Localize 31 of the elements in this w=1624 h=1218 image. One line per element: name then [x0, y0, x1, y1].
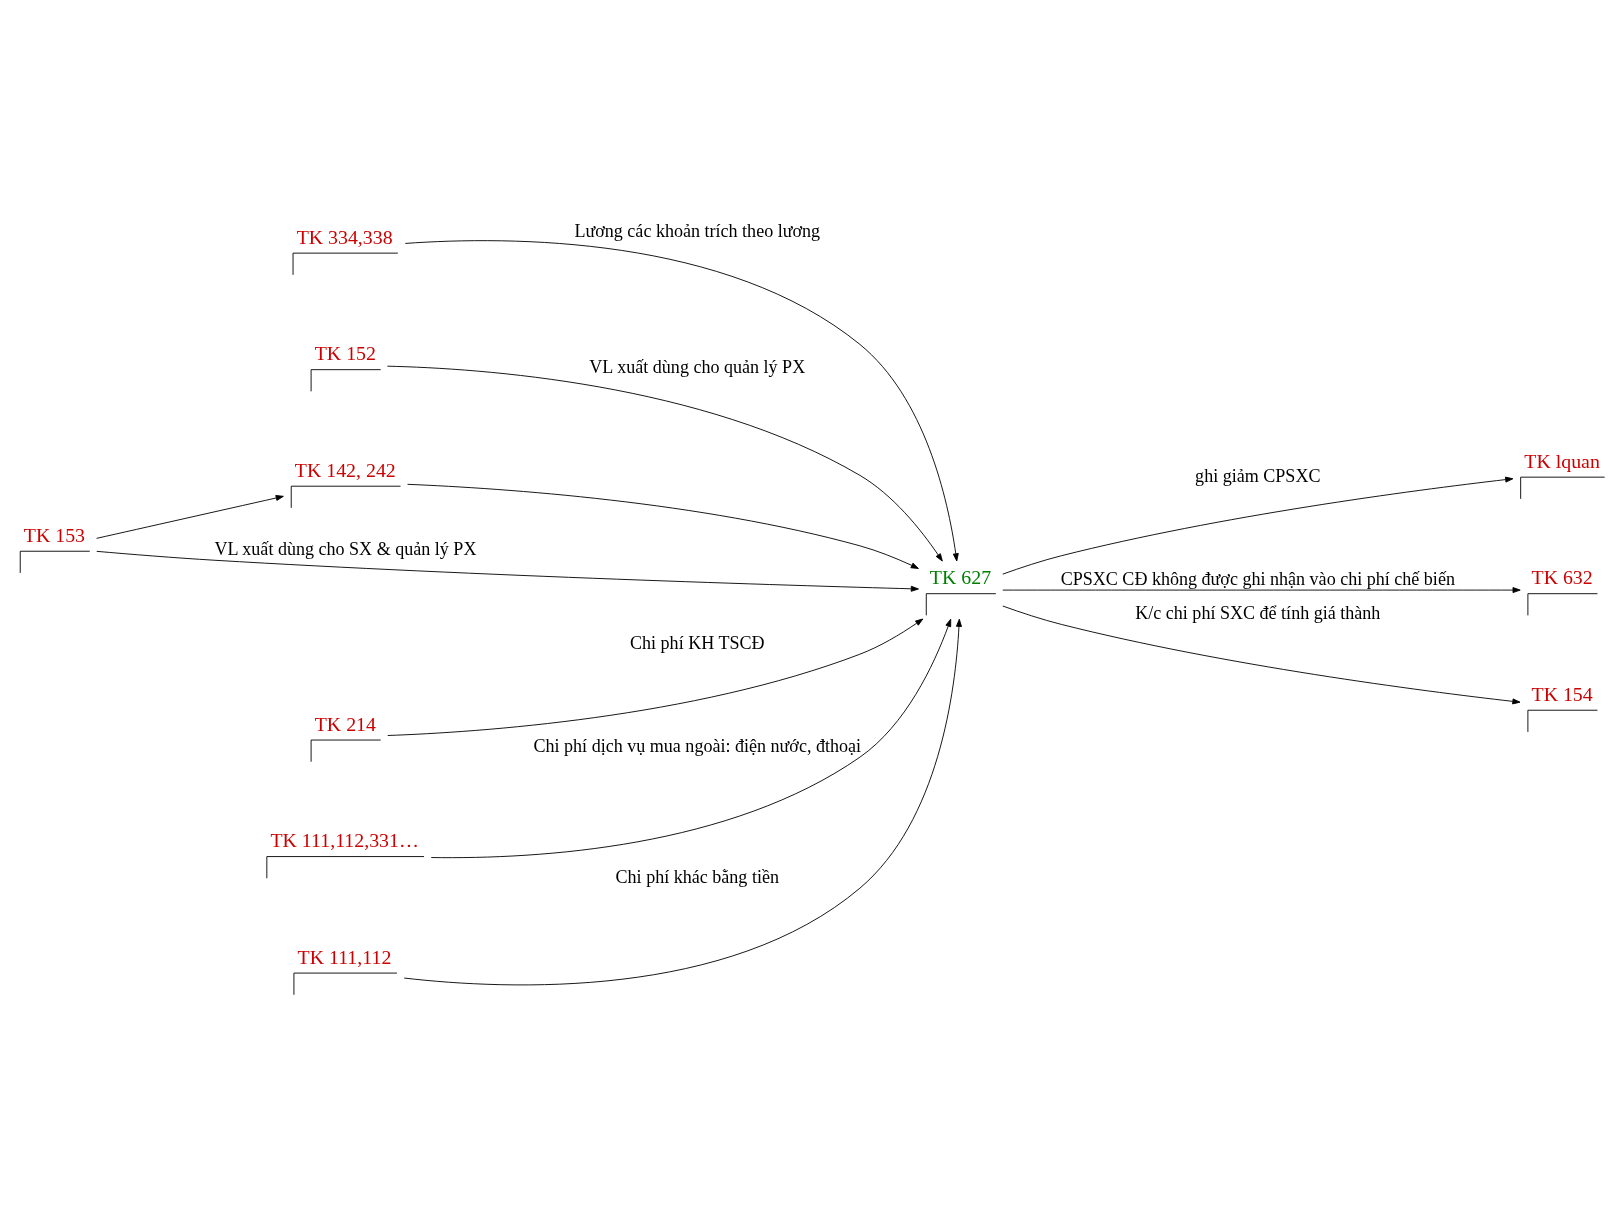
- node-text: TK 632: [1531, 565, 1593, 588]
- node-text: TK 152: [314, 341, 376, 364]
- arrow: [1002, 586, 1521, 593]
- node-text: TK 214: [314, 712, 376, 735]
- arrow: [403, 618, 962, 985]
- node-text: TK 627: [929, 565, 992, 588]
- edge-label: Chi phí dịch vụ mua ngoài: điện nước, đthoại: [533, 735, 862, 756]
- edge-label: K/c chi phí SXC để tính giá thành: [1135, 602, 1381, 623]
- edge-label: Chi phí KH TSCĐ: [630, 632, 765, 653]
- edge-label: Chi phí khác bằng tiền: [615, 866, 779, 887]
- arrow: [1002, 476, 1514, 575]
- node-text: TK 334,338: [296, 225, 393, 248]
- node-text: TK 142, 242: [294, 458, 396, 481]
- arrow: [387, 618, 924, 736]
- arrow: [1002, 605, 1521, 704]
- edge-label: VL xuất dùng cho SX & quản lý PX: [214, 538, 477, 559]
- node-text: TK 153: [23, 523, 86, 546]
- edge-label: CPSXC CĐ không được ghi nhận vào chi phí chế biến: [1060, 568, 1455, 589]
- arrow: [387, 365, 943, 561]
- arrow: [404, 239, 959, 561]
- node-text: TK 111,112: [297, 945, 392, 968]
- arrow: [96, 494, 284, 539]
- edge-label: Lương các khoản trích theo lương: [574, 220, 821, 241]
- edge-label: ghi giảm CPSXC: [1195, 465, 1321, 486]
- node-text: TK 111,112,331…: [270, 828, 419, 851]
- node-text: TK 154: [1531, 682, 1593, 705]
- arrow: [96, 550, 919, 592]
- arrow: [430, 618, 952, 858]
- node-text: TK lquan: [1524, 449, 1600, 472]
- arrow: [407, 483, 919, 569]
- edge-label: VL xuất dùng cho quản lý PX: [589, 356, 806, 377]
